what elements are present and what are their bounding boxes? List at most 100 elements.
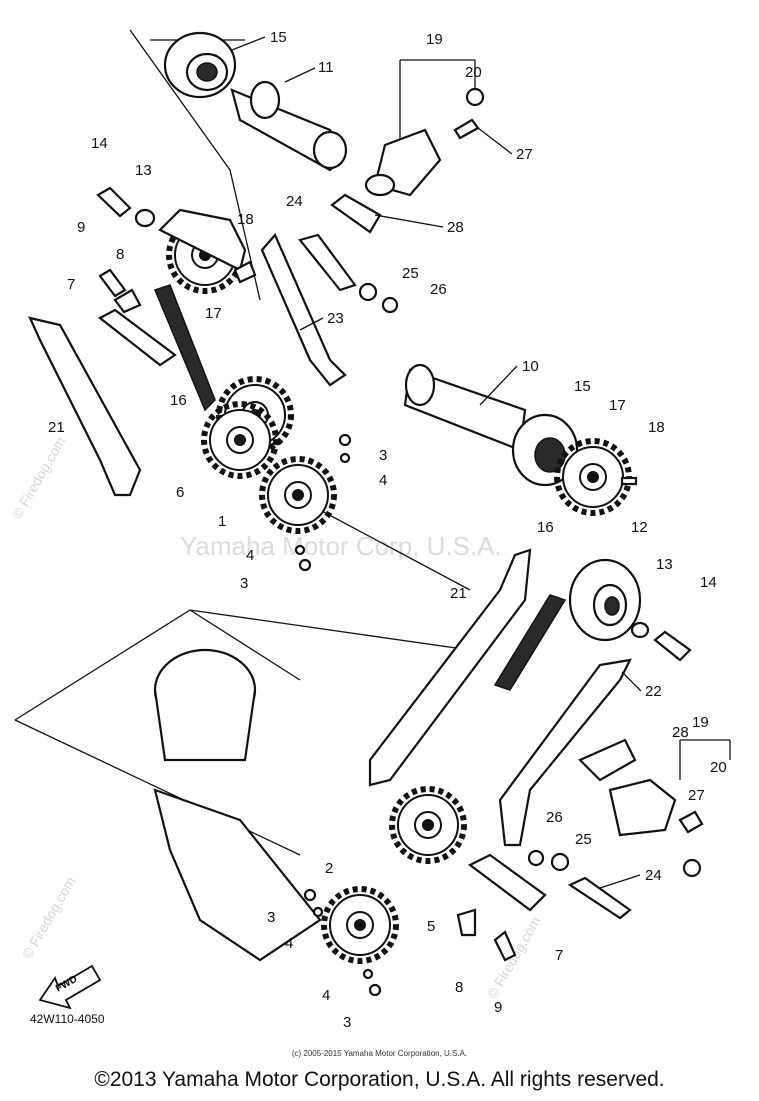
fwd-arrow-icon: FWD — [38, 964, 102, 1010]
bearing-part-15-mid — [511, 413, 579, 487]
callout-16-top: 16 — [170, 392, 187, 409]
callout-14-top: 14 — [91, 135, 108, 152]
callout-9-top: 9 — [77, 219, 85, 236]
callout-15-top: 15 — [270, 29, 287, 46]
chain-guide-part-21-top — [28, 316, 142, 497]
chain-part-16-top — [153, 284, 216, 412]
watermark-center: Yamaha Motor Corp, U.S.A. — [180, 531, 502, 561]
callout-6: 6 — [176, 484, 184, 501]
callout-20-bottom: 20 — [710, 759, 727, 776]
bolt-part-27-top — [453, 118, 480, 140]
nut-part-25-top — [358, 282, 378, 302]
callout-5: 5 — [427, 918, 435, 935]
engine-outline — [14, 609, 471, 856]
cap-bolt-part-20-top — [465, 87, 485, 107]
nut-part-3-a — [338, 433, 352, 447]
callout-22: 22 — [645, 683, 662, 700]
callout-4-a: 4 — [379, 472, 387, 489]
callout-9-bottom: 9 — [494, 999, 502, 1016]
callout-23: 23 — [327, 310, 344, 327]
callout-20-top: 20 — [465, 64, 482, 81]
watermark-left: © Firedog.com — [9, 434, 69, 522]
leader-23 — [299, 317, 324, 331]
bolt-part-14-top — [96, 186, 132, 218]
washer-part-26-top — [381, 296, 399, 314]
nut-part-3-c — [303, 888, 317, 902]
callout-21-top: 21 — [48, 419, 65, 436]
gasket-part-28-bottom — [578, 738, 637, 782]
washer-part-13-bottom — [630, 621, 650, 639]
plate-part-8-bottom — [456, 908, 477, 937]
shaft-part-7-bottom — [467, 853, 547, 912]
callout-4-c: 4 — [285, 935, 293, 952]
callout-28-bottom: 28 — [672, 724, 689, 741]
callout-7-bottom: 7 — [555, 947, 563, 964]
callout-16-bottom: 16 — [537, 519, 554, 536]
washer-part-26-bottom — [527, 849, 545, 867]
leader-22 — [621, 671, 642, 692]
callout-19-top: 19 — [426, 31, 443, 48]
guide-line-top — [129, 29, 261, 301]
callout-28-top: 28 — [447, 219, 464, 236]
chain-part-16-bottom — [493, 594, 567, 691]
callout-3-d: 3 — [343, 1014, 351, 1031]
callout-3-c: 3 — [267, 909, 275, 926]
gear-part-5 — [392, 789, 464, 861]
bolt-part-9-top — [98, 268, 127, 298]
washer-part-4-c — [312, 906, 324, 918]
callout-18-mid: 18 — [648, 419, 665, 436]
leader-15-top — [231, 36, 266, 51]
bolt-part-24-top — [298, 233, 357, 292]
callout-27-bottom: 27 — [688, 787, 705, 804]
crankcase-part — [153, 648, 322, 962]
callout-27-top: 27 — [516, 146, 533, 163]
callout-18-top: 18 — [237, 211, 254, 228]
diagram-code: 42W110-4050 — [30, 1012, 105, 1026]
leader-24-bottom — [599, 874, 641, 889]
pin-part-18-mid — [620, 476, 638, 486]
callout-12: 12 — [631, 519, 648, 536]
leader-27-top — [477, 127, 513, 155]
callout-26-bottom: 26 — [546, 809, 563, 826]
bearing-part-15-top — [163, 31, 237, 99]
callout-17-top: 17 — [205, 305, 222, 322]
pin-part-18-top — [233, 260, 257, 284]
callout-24-top: 24 — [286, 193, 303, 210]
callout-11: 11 — [318, 59, 334, 76]
camshaft-part-11 — [230, 80, 348, 172]
gasket-part-28-top — [330, 193, 382, 234]
washer-part-4-a — [339, 452, 351, 464]
nut-part-3-b — [298, 558, 312, 572]
callout-25-bottom: 25 — [575, 831, 592, 848]
callout-24-bottom: 24 — [645, 867, 662, 884]
leader-11 — [284, 67, 316, 83]
shaft-part-7-top — [97, 308, 177, 367]
callout-4-d: 4 — [322, 987, 330, 1004]
gear-part-1 — [262, 459, 334, 531]
camshaft-part-10 — [403, 363, 527, 452]
callout-13-top: 13 — [135, 162, 152, 179]
callout-17-mid: 17 — [609, 397, 626, 414]
nut-part-25-bottom — [550, 852, 570, 872]
bolt-part-27-bottom — [678, 810, 704, 834]
gear-part-2 — [324, 889, 396, 961]
small-copyright: (c) 2005-2015 Yamaha Motor Corporation, … — [291, 1049, 468, 1058]
bracket-19-top — [399, 59, 476, 140]
washer-part-4-d — [362, 968, 374, 980]
guide-line-mid — [319, 509, 471, 591]
callout-10: 10 — [522, 358, 539, 375]
washer-part-13-top — [134, 208, 156, 228]
footer-copyright: ©2013 Yamaha Motor Corporation, U.S.A. A… — [94, 1068, 665, 1091]
callout-19-bottom: 19 — [692, 714, 709, 731]
callout-4-b: 4 — [246, 547, 254, 564]
tensioner-part-19-bottom — [578, 738, 704, 878]
tensioner-part-19-top — [330, 87, 485, 234]
callout-2: 2 — [325, 860, 333, 877]
callout-7-top: 7 — [67, 276, 75, 293]
callout-25-top: 25 — [402, 265, 419, 282]
bolt-part-14-bottom — [653, 630, 692, 662]
bolt-part-24-bottom — [567, 876, 632, 920]
callout-3-b: 3 — [240, 575, 248, 592]
nut-part-3-d — [368, 983, 382, 997]
